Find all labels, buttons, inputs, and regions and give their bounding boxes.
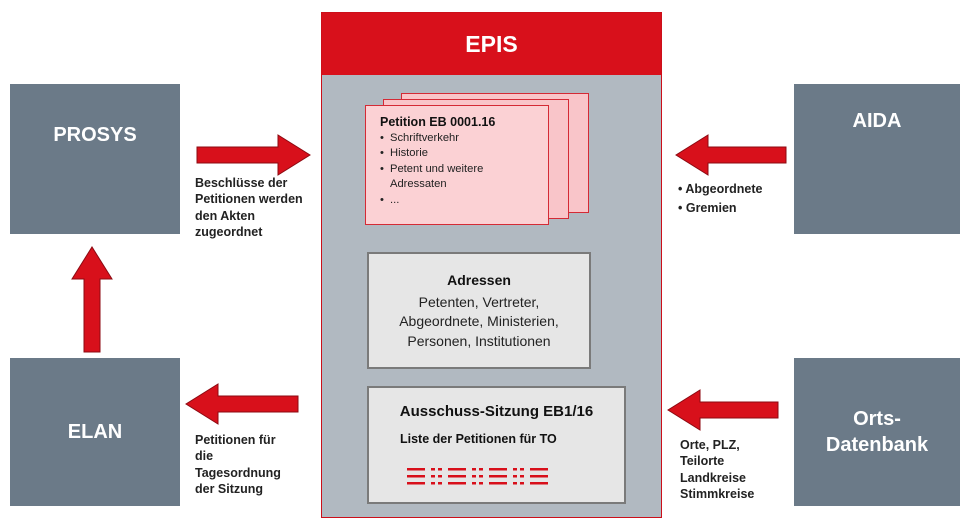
- elan-caption: Petitionen für die Tagesordnung der Sitz…: [195, 432, 281, 497]
- petition-card: Petition EB 0001.16 Schriftverkehr Histo…: [365, 105, 549, 225]
- addresses-line: Petenten, Vertreter,: [418, 294, 540, 310]
- arrow-aida-to-epis: [675, 134, 787, 176]
- list-item: ...: [380, 193, 538, 209]
- caption-line: Teilorte: [680, 454, 725, 469]
- addresses-title: Adressen: [447, 272, 511, 288]
- arrow-epis-to-elan: [185, 383, 299, 425]
- arrow-prosys-to-epis: [196, 134, 311, 176]
- prosys-caption: Beschlüsse der Petitionen werden den Akt…: [195, 175, 303, 240]
- prosys-box: PROSYS: [10, 84, 180, 234]
- committee-session-title: Ausschuss-Sitzung EB1/16: [399, 403, 594, 420]
- epis-header: EPIS: [322, 13, 661, 75]
- petition-list-icon: [407, 468, 548, 485]
- caption-line: Landkreise: [680, 470, 747, 485]
- arrow-orts-to-epis: [667, 389, 779, 431]
- orts-caption: Orte, PLZ, Teilorte Landkreise Stimmkrei…: [680, 437, 754, 502]
- caption-line: Stimmkreise: [680, 486, 755, 501]
- list-item: Schriftverkehr: [380, 131, 538, 147]
- caption-line: Orte, PLZ,: [680, 438, 740, 452]
- prosys-label: PROSYS: [53, 124, 137, 146]
- epis-panel: EPIS Petition EB 0001.16 Schriftverkehr …: [321, 12, 662, 518]
- aida-box: AIDA: [794, 84, 960, 234]
- orts-datenbank-box: Orts- Datenbank: [794, 358, 960, 506]
- caption-line: Tagesordnung: [195, 465, 281, 480]
- committee-session-box: Ausschuss-Sitzung EB1/16 Liste der Petit…: [367, 386, 626, 504]
- caption-line: • Gremien: [678, 201, 737, 216]
- caption-line: Petitionen für: [195, 433, 276, 447]
- orts-label-line1: Orts-: [853, 408, 901, 430]
- addresses-line: Abgeordnete, Ministerien,: [399, 313, 559, 330]
- elan-label: ELAN: [67, 421, 123, 443]
- addresses-line: Personen, Institutionen: [407, 332, 551, 349]
- addresses-body: Petenten, Vertreter, Abgeordnete, Minist…: [369, 293, 589, 351]
- addresses-box: Adressen Petenten, Vertreter, Abgeordnet…: [367, 252, 591, 369]
- committee-session-subtitle: Liste der Petitionen für TO: [400, 432, 557, 446]
- caption-line: zugeordnet: [195, 224, 263, 239]
- orts-label-line2: Datenbank: [825, 434, 929, 456]
- aida-caption: • Abgeordnete • Gremien: [678, 180, 762, 219]
- petition-card-list: Schriftverkehr Historie Petent und weite…: [380, 131, 538, 209]
- arrow-elan-to-prosys: [71, 246, 113, 353]
- caption-line: die: [195, 449, 214, 464]
- caption-line: Petitionen werden: [195, 192, 303, 207]
- caption-line: den Akten: [195, 208, 255, 223]
- petition-card-title: Petition EB 0001.16: [380, 115, 496, 129]
- elan-box: ELAN: [10, 358, 180, 506]
- caption-line: • Abgeordnete: [678, 182, 763, 196]
- caption-line: der Sitzung: [195, 481, 264, 496]
- epis-title: EPIS: [465, 30, 518, 57]
- caption-line: Beschlüsse der: [195, 176, 288, 190]
- list-item: Historie: [380, 146, 538, 162]
- aida-label: AIDA: [852, 110, 902, 132]
- list-item: Petent und weitere Adressaten: [380, 162, 538, 193]
